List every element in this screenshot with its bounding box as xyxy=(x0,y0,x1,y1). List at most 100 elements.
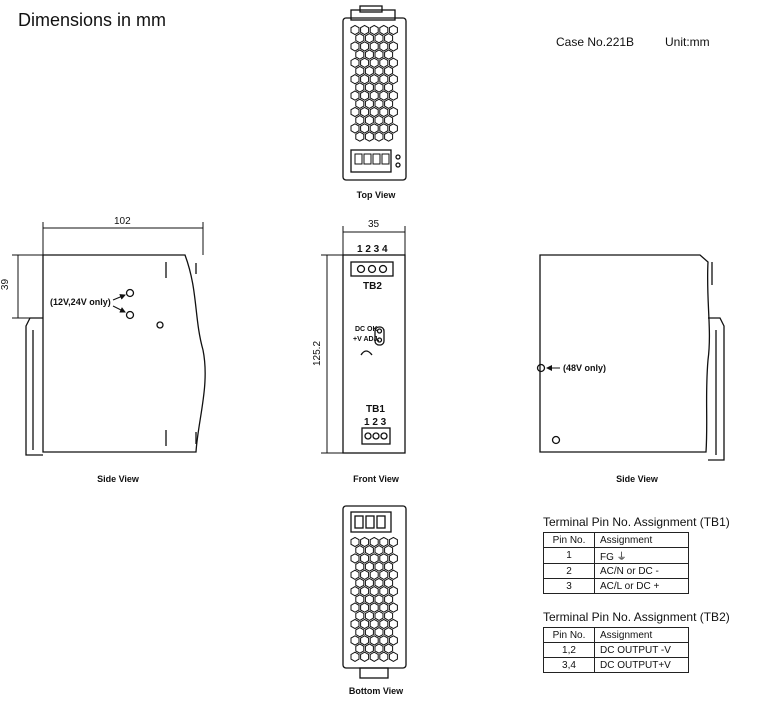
width-dimension-line xyxy=(42,222,204,255)
vent-hole xyxy=(374,643,384,654)
top-view-caption: Top View xyxy=(356,190,396,200)
vent-hole xyxy=(379,24,389,36)
vent-hole xyxy=(355,49,365,60)
vent-hole xyxy=(360,24,370,36)
vent-hole xyxy=(379,651,389,662)
left-side-view-drawing xyxy=(25,254,206,456)
vent-hole xyxy=(384,545,394,556)
vent-hole xyxy=(379,123,389,134)
pin-assignment: AC/L or DC + xyxy=(594,578,689,594)
pin-number: 1 xyxy=(543,547,595,564)
vent-hole xyxy=(374,545,384,556)
vent-hole xyxy=(360,635,370,646)
vent-hole xyxy=(360,57,370,68)
pin-assignment: DC OUTPUT+V xyxy=(594,657,689,673)
vent-hole xyxy=(374,577,384,589)
vent-hole xyxy=(350,74,360,85)
vent-hole xyxy=(379,553,389,564)
vent-hole xyxy=(355,82,365,93)
vent-hole xyxy=(360,41,370,52)
vent-hole xyxy=(350,553,360,564)
vent-hole xyxy=(350,123,360,134)
column-header: Assignment xyxy=(594,627,689,643)
vent-hole xyxy=(355,98,365,109)
vent-hole xyxy=(360,106,370,118)
vent-hole xyxy=(360,602,370,613)
vent-hole xyxy=(355,643,365,654)
vent-hole xyxy=(355,131,365,142)
table-row: 1 FG ⏚ xyxy=(543,547,689,564)
v-adj-label: +V ADJ. xyxy=(353,336,380,343)
dc-ok-label: DC OK xyxy=(355,326,378,333)
vent-hole xyxy=(364,131,374,142)
vent-hole xyxy=(384,594,394,605)
front-width-dimension: 35 xyxy=(368,219,380,230)
vent-hole xyxy=(350,586,360,597)
vent-hole xyxy=(369,90,379,101)
vent-hole xyxy=(364,115,374,126)
bottom-view-drawing xyxy=(342,505,407,679)
vent-hole xyxy=(388,41,398,52)
vent-hole xyxy=(360,651,370,662)
vent-hole xyxy=(379,536,389,548)
table-row: 3 AC/L or DC + xyxy=(543,578,689,594)
vent-hole xyxy=(369,57,379,68)
vent-hole xyxy=(360,586,370,597)
front-view-caption: Front View xyxy=(353,474,399,484)
vent-hole xyxy=(355,115,365,126)
vent-hole xyxy=(379,57,389,68)
vent-hole xyxy=(374,65,384,77)
vent-hole xyxy=(364,33,374,44)
vent-hole xyxy=(364,545,374,556)
height-dimension: 125.2 xyxy=(312,340,324,367)
adjust-note: (12V,24V only) xyxy=(50,297,111,307)
vent-hole xyxy=(364,561,374,572)
vent-hole xyxy=(364,627,374,638)
vent-hole xyxy=(374,131,384,142)
vent-hole xyxy=(350,651,360,662)
vent-hole xyxy=(369,569,379,580)
vent-hole xyxy=(355,65,365,77)
vent-hole xyxy=(360,618,370,630)
vent-hole xyxy=(388,57,398,68)
pin-number: 1,2 xyxy=(543,642,595,658)
vent-hole xyxy=(350,602,360,613)
vent-hole xyxy=(369,24,379,36)
vent-hole xyxy=(350,106,360,118)
front-height-dimension-line xyxy=(321,254,343,454)
vent-hole xyxy=(355,545,365,556)
tb1-label: TB1 xyxy=(366,404,385,415)
vent-hole xyxy=(388,106,398,118)
tb1-table-title: Terminal Pin No. Assignment (TB1) xyxy=(543,515,730,529)
vent-hole xyxy=(388,90,398,101)
v48-note: (48V only) xyxy=(563,363,607,373)
adjust-leader-lines xyxy=(112,294,126,313)
vent-hole xyxy=(360,123,370,134)
vent-hole xyxy=(379,569,389,580)
vent-hole xyxy=(369,602,379,613)
tb2-pin-table: Pin No. Assignment 1,2 DC OUTPUT -V 3,4 … xyxy=(543,627,689,673)
tb2-table-title: Terminal Pin No. Assignment (TB2) xyxy=(543,610,730,624)
vent-hole xyxy=(350,618,360,630)
vent-hole xyxy=(355,594,365,605)
vent-hole xyxy=(388,24,398,36)
vent-hole xyxy=(384,561,394,572)
tb2-pin-numbers: 1 2 3 4 xyxy=(357,244,388,255)
table-row: 1,2 DC OUTPUT -V xyxy=(543,642,689,658)
vent-hole xyxy=(388,536,398,548)
vent-hole xyxy=(350,635,360,646)
vent-hole xyxy=(369,41,379,52)
vent-hole xyxy=(379,90,389,101)
left-side-view-caption: Side View xyxy=(97,474,139,484)
vent-hole xyxy=(369,618,379,630)
vent-hole xyxy=(379,106,389,118)
vent-hole xyxy=(384,33,394,44)
table-row: 2 AC/N or DC - xyxy=(543,563,689,579)
vent-hole xyxy=(360,569,370,580)
pin-number: 2 xyxy=(543,563,595,579)
vent-hole xyxy=(379,41,389,52)
tb1-pin-table: Pin No. Assignment 1 FG ⏚ 2 AC/N or DC -… xyxy=(543,532,689,594)
bottom-vent-pattern xyxy=(350,536,398,662)
vent-hole xyxy=(388,569,398,580)
